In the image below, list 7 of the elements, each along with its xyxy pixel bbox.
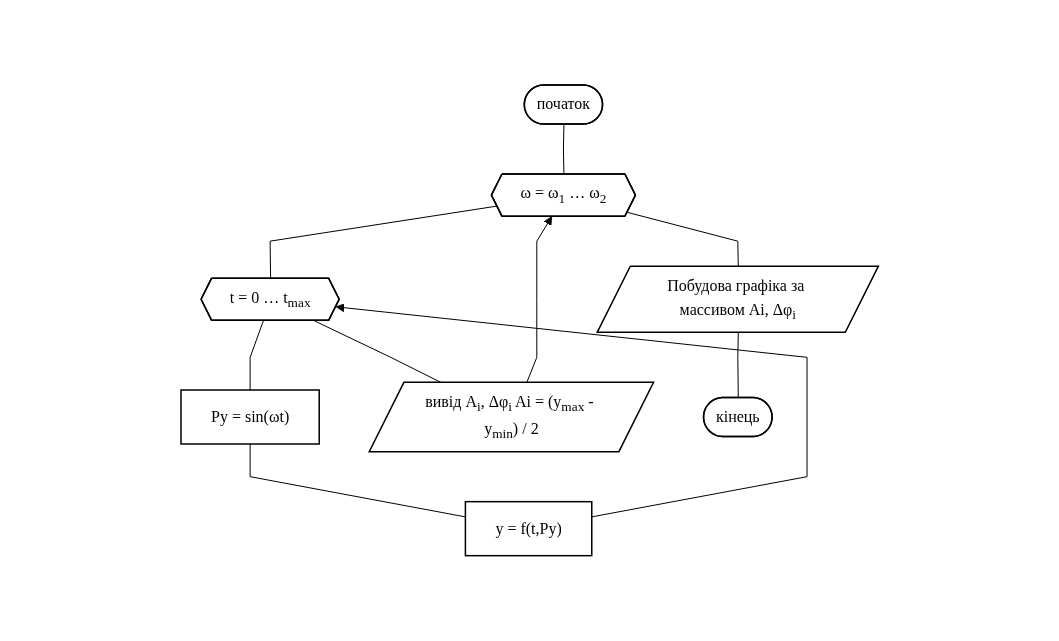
connector [249,320,264,391]
connector [562,124,565,176]
connector [737,332,739,399]
arrow [335,303,808,518]
node-box: Py = sin(ωt) [180,389,320,445]
node-box: y = f(t,Py) [464,501,593,557]
connector [249,443,466,518]
